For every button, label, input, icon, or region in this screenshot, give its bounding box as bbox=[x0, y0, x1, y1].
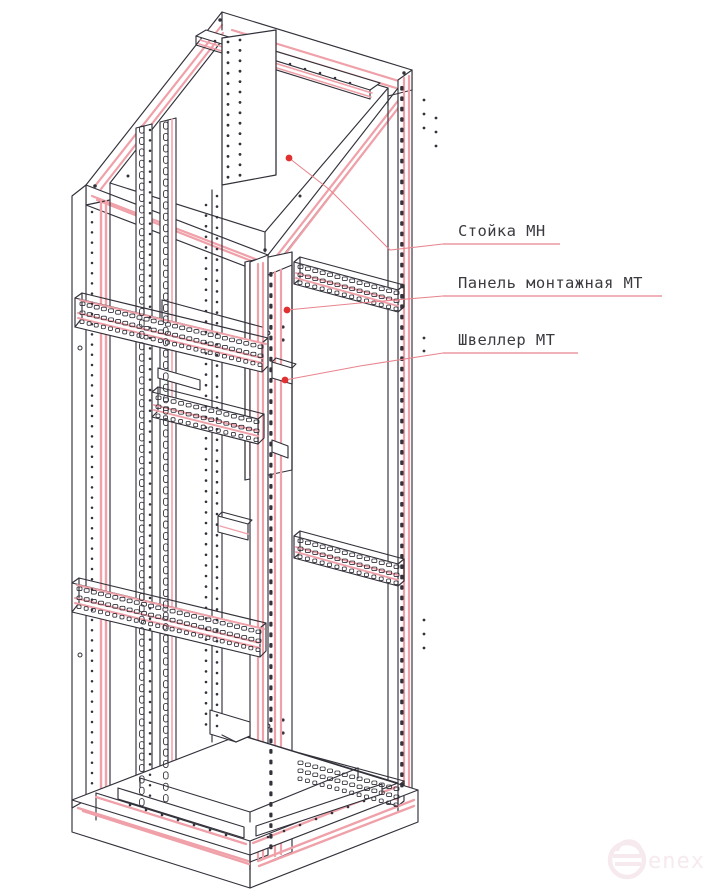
channel-right-mid bbox=[293, 530, 405, 587]
bottom-frame bbox=[71, 709, 419, 889]
watermark-text: enex bbox=[648, 849, 705, 874]
panel-clip-b bbox=[271, 439, 289, 459]
leader-marker-panel-montazhnaya-mt bbox=[283, 306, 291, 314]
callout-shveller-mt: Швеллер МТ bbox=[281, 331, 578, 384]
leader-line-shveller-mt bbox=[284, 352, 444, 381]
leader-marker-stoyka-mn bbox=[285, 154, 293, 162]
post-front-left bbox=[71, 184, 111, 809]
leader-line-panel-montazhnaya-mt bbox=[286, 295, 444, 311]
post-back-right bbox=[387, 69, 413, 801]
bracket-center-low bbox=[217, 511, 253, 541]
leader-marker-shveller-mt bbox=[281, 376, 289, 384]
callout-group: Стойка МН Панель монтажная МТ Швеллер МТ bbox=[281, 154, 662, 384]
callout-label-stoyka-mn: Стойка МН bbox=[458, 222, 546, 240]
watermark: enex bbox=[607, 839, 705, 880]
mounting-rail-left-a bbox=[159, 117, 177, 807]
bracket-left-mid bbox=[157, 299, 263, 391]
callout-label-shveller-mt: Швеллер МТ bbox=[458, 331, 555, 349]
enex-circle-logo bbox=[607, 839, 647, 880]
leader-line-stoyka-mn bbox=[288, 157, 444, 251]
callout-stoyka-mn: Стойка МН bbox=[285, 154, 560, 251]
rail-perforations bbox=[76, 38, 438, 850]
callout-panel-montazhnaya-mt: Панель монтажная МТ bbox=[283, 274, 662, 314]
callout-label-panel-montazhnaya-mt: Панель монтажная МТ bbox=[458, 274, 643, 292]
